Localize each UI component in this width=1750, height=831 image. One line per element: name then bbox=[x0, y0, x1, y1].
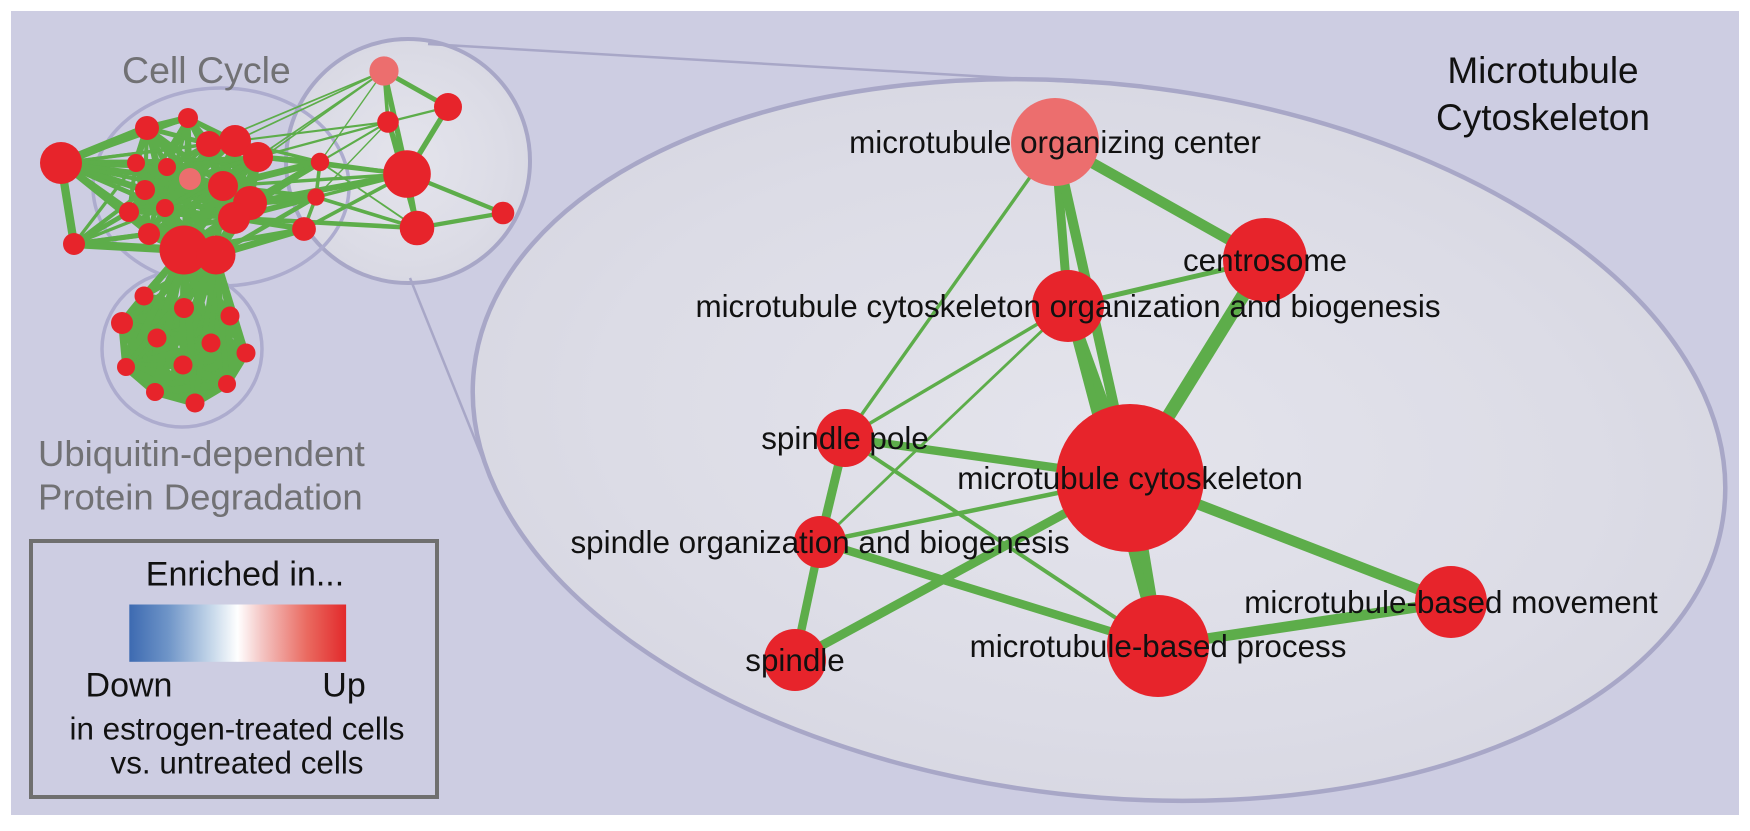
svg-text:in estrogen-treated cells: in estrogen-treated cells bbox=[69, 712, 404, 747]
svg-text:Microtubule: Microtubule bbox=[1447, 50, 1638, 91]
svg-text:Protein Degradation: Protein Degradation bbox=[38, 477, 363, 518]
svg-text:Up: Up bbox=[322, 667, 365, 705]
svg-text:spindle organization and bioge: spindle organization and biogenesis bbox=[570, 525, 1069, 560]
svg-text:Cell Cycle: Cell Cycle bbox=[122, 49, 291, 91]
svg-text:spindle pole: spindle pole bbox=[761, 421, 929, 456]
svg-text:spindle: spindle bbox=[745, 643, 844, 678]
svg-text:vs. untreated cells: vs. untreated cells bbox=[111, 746, 364, 781]
svg-text:microtubule-based movement: microtubule-based movement bbox=[1244, 585, 1658, 620]
svg-text:microtubule organizing center: microtubule organizing center bbox=[849, 125, 1261, 160]
svg-text:centrosome: centrosome bbox=[1183, 243, 1347, 278]
svg-text:microtubule cytoskeleton organ: microtubule cytoskeleton organization an… bbox=[695, 289, 1440, 324]
svg-text:microtubule cytoskeleton: microtubule cytoskeleton bbox=[957, 461, 1302, 496]
svg-text:Down: Down bbox=[86, 667, 173, 705]
svg-text:microtubule-based process: microtubule-based process bbox=[970, 629, 1347, 664]
svg-text:Cytoskeleton: Cytoskeleton bbox=[1436, 97, 1650, 138]
svg-text:Enriched in...: Enriched in... bbox=[146, 556, 344, 594]
svg-text:Ubiquitin-dependent: Ubiquitin-dependent bbox=[38, 433, 365, 474]
